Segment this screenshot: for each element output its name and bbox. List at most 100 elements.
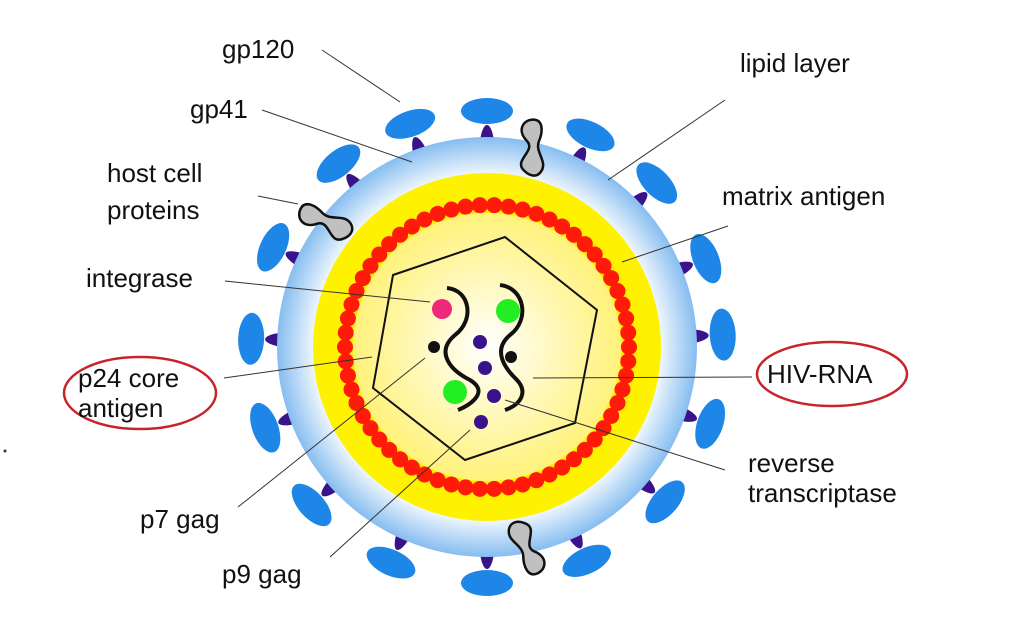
host-protein-shape <box>507 520 546 576</box>
p17-bead <box>471 197 488 214</box>
p17-bead <box>554 218 571 235</box>
p17-bead <box>354 407 371 424</box>
p17-bead <box>514 476 531 493</box>
p17-bead <box>429 205 446 222</box>
p17-bead <box>514 201 531 218</box>
host-protein-shape <box>298 202 354 241</box>
gp120-knob <box>291 483 332 527</box>
gp120-knob <box>366 546 416 579</box>
p17-bead <box>565 451 582 468</box>
p17-bead <box>565 226 582 243</box>
rna-strand-right <box>499 283 525 412</box>
label-rt-1: reverse <box>748 448 835 478</box>
p17-bead <box>554 459 571 476</box>
gp120-knob <box>566 118 615 152</box>
capsid-hexagon <box>371 235 599 462</box>
p17-bead <box>618 310 635 327</box>
p17-bead <box>541 466 558 483</box>
host-cell-proteins-layer <box>298 118 546 576</box>
hiv-rna-highlight-ellipse <box>755 340 909 408</box>
p17-bead <box>403 459 420 476</box>
label-integrase: integrase <box>86 263 193 293</box>
p17-bead <box>392 226 409 243</box>
p17-bead <box>339 367 356 384</box>
p17-bead <box>403 218 420 235</box>
p17-bead <box>416 211 433 228</box>
p17-bead <box>486 197 503 214</box>
host-cell-protein <box>298 202 354 241</box>
p17-bead <box>343 381 360 398</box>
p17-bead <box>595 257 612 274</box>
host-cell-protein <box>507 520 546 576</box>
reverse-transcriptase-molecule <box>443 380 467 404</box>
p17-bead <box>500 479 517 496</box>
p9-molecule <box>474 415 488 429</box>
label-matrix-antigen: matrix antigen <box>722 181 885 211</box>
rna-strand-left <box>443 286 481 412</box>
p17-bead <box>457 198 474 215</box>
p17-bead <box>337 353 354 370</box>
leader-gp41 <box>261 109 413 163</box>
gp120-knob <box>645 480 685 524</box>
p17-bead <box>354 270 371 287</box>
p7-molecule <box>428 341 440 353</box>
p17-bead <box>381 236 398 253</box>
leader-lipid <box>607 99 726 181</box>
p17-bead <box>576 441 593 458</box>
p17-bead <box>392 451 409 468</box>
leader-host-cell <box>257 195 299 205</box>
p17-bead <box>620 353 637 370</box>
p17-bead <box>337 324 354 341</box>
stray-dot <box>3 449 7 453</box>
gp120-knob <box>709 308 736 361</box>
gp120-knob <box>385 108 436 139</box>
gp120-knob <box>461 98 513 124</box>
p17-bead <box>339 310 356 327</box>
p17-bead <box>603 407 620 424</box>
p17-bead <box>381 441 398 458</box>
label-lipid-layer: lipid layer <box>740 48 850 78</box>
p17-bead <box>603 270 620 287</box>
label-hiv-rna: HIV-RNA <box>767 359 873 389</box>
p9-molecule <box>478 361 492 375</box>
p17-bead <box>609 283 626 300</box>
p17-bead <box>620 324 637 341</box>
p17-bead <box>609 394 626 411</box>
p17-bead <box>343 296 360 313</box>
p17-bead <box>471 480 488 497</box>
p17-bead <box>337 339 353 355</box>
p17-bead <box>614 381 631 398</box>
label-p24-2: antigen <box>78 393 163 423</box>
gp120-knob <box>562 544 611 577</box>
p17-bead <box>362 257 379 274</box>
p24-highlight-ellipse <box>62 355 218 431</box>
label-host-cell-2: proteins <box>107 195 200 225</box>
host-cell-protein <box>519 118 545 177</box>
p17-bead <box>614 296 631 313</box>
leader-p9 <box>329 429 471 558</box>
leader-rt <box>504 399 726 471</box>
host-protein-shape <box>519 118 545 177</box>
label-p9: p9 gag <box>222 559 302 589</box>
core-interior <box>353 213 621 481</box>
p17-bead <box>443 201 460 218</box>
leader-hiv-rna <box>532 376 753 379</box>
gp120-knob <box>250 402 281 453</box>
p17-bead <box>586 431 603 448</box>
p17-bead <box>486 480 503 497</box>
p17-bead <box>528 205 545 222</box>
p17-bead <box>348 394 365 411</box>
p17-bead <box>500 198 517 215</box>
p9-molecule <box>487 389 501 403</box>
label-p7: p7 gag <box>140 504 220 534</box>
gp120-knob <box>257 223 290 272</box>
p17-bead <box>528 472 545 489</box>
capsid-red-ring <box>337 197 637 497</box>
p17-bead <box>457 479 474 496</box>
leader-p7 <box>237 357 426 508</box>
leader-p17 <box>621 225 729 263</box>
reverse-transcriptase-molecule <box>496 299 520 323</box>
p17-bead <box>429 472 446 489</box>
